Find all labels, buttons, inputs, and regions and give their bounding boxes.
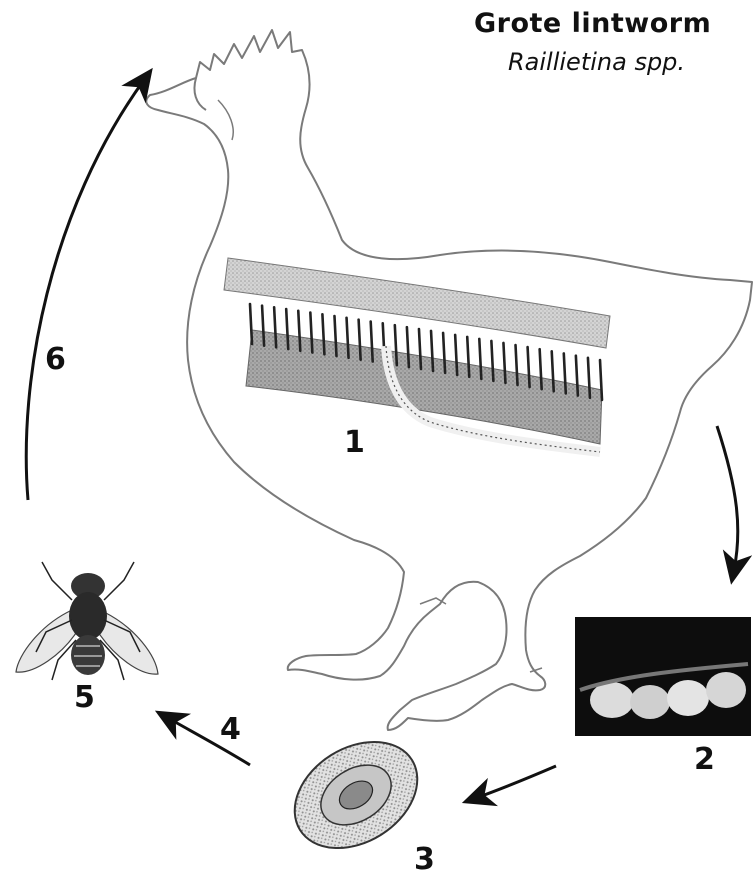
stage-3-label: 3	[414, 842, 435, 877]
arrow-6	[26, 80, 144, 500]
proglottid-photo	[575, 617, 751, 736]
stage-5-label: 5	[74, 680, 95, 715]
stage-4-label: 4	[220, 712, 241, 747]
arrow-1-2	[717, 426, 738, 570]
stage-1-label: 1	[344, 425, 365, 460]
diagram-subtitle: Raillietina spp.	[508, 48, 685, 76]
arrow-2-3	[476, 766, 556, 798]
stage-6-label: 6	[45, 342, 66, 377]
fly-illustration	[16, 562, 158, 680]
stage-2-label: 2	[694, 742, 715, 777]
villus	[250, 304, 252, 344]
intestine-section	[224, 258, 610, 452]
diagram-title: Grote lintworm	[474, 8, 711, 39]
egg-illustration	[275, 720, 437, 870]
